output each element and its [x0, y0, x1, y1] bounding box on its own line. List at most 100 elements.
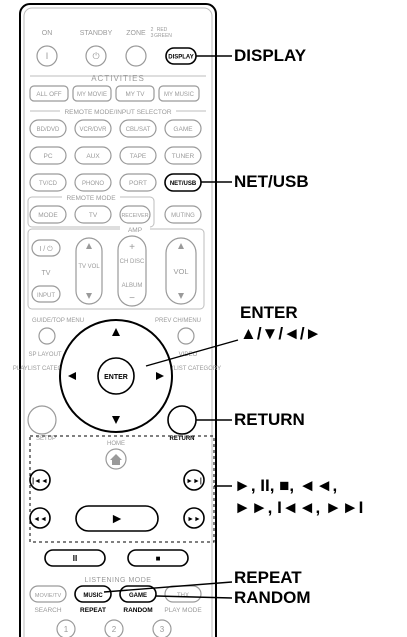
setup-label: SETUP — [36, 436, 56, 442]
game-input-label: GAME — [173, 126, 193, 133]
bd-dvd-button[interactable] — [29, 119, 67, 138]
ch-disc-rocker[interactable]: + CH DISC ALBUM − — [117, 235, 147, 307]
bd-dvd-label: BD/DVD — [37, 127, 60, 133]
up-arrow-icon[interactable] — [112, 328, 120, 336]
movie-tv-label: MOVIE/TV — [35, 593, 62, 599]
enter-button-label: ENTER — [104, 374, 128, 381]
random-leader — [155, 595, 233, 599]
my-movie-button[interactable] — [72, 85, 112, 102]
aux-button[interactable] — [74, 146, 112, 165]
number-1-label: 1 — [64, 625, 69, 634]
home-icon — [110, 454, 122, 465]
tv-power-button[interactable]: I / ⏻ — [31, 239, 61, 257]
zone3-label: 3 — [151, 33, 154, 39]
pause-icon: II — [73, 554, 77, 563]
tuner-button[interactable] — [164, 146, 202, 165]
prev-button[interactable]: |◄◄ — [29, 469, 51, 491]
vcr-dvr-button[interactable] — [74, 119, 112, 138]
green-label: GREEN — [154, 33, 172, 39]
vol-rocker[interactable]: VOL — [165, 237, 197, 305]
tuner-label: TUNER — [172, 153, 195, 160]
display-button[interactable]: DISPLAY — [165, 47, 197, 65]
activities-header: ACTIVITIES — [91, 74, 145, 83]
game-input-button[interactable] — [164, 119, 202, 138]
pc-button[interactable] — [29, 146, 67, 165]
number-3-button[interactable] — [152, 619, 172, 637]
mode-button[interactable] — [29, 205, 67, 224]
search-label: SEARCH — [34, 607, 61, 614]
transport-callout-line1: ►, II, ■, ◄◄, — [234, 476, 338, 495]
amp-header: AMP — [128, 227, 142, 234]
music-button[interactable] — [74, 585, 112, 603]
fast-forward-icon: ►► — [187, 516, 201, 523]
rewind-icon: ◄◄ — [33, 516, 47, 523]
tv-mode-button[interactable] — [74, 205, 112, 224]
vcr-dvr-label: VCR/DVR — [79, 127, 107, 133]
input-row-3: TV/CD PHONO PORT NET/USB — [29, 173, 202, 192]
phono-button[interactable] — [74, 173, 112, 192]
play-icon: ► — [110, 510, 124, 526]
ch-minus-label: − — [129, 293, 135, 304]
all-off-button[interactable] — [29, 85, 69, 102]
prev-ch-button[interactable] — [177, 327, 195, 345]
cbl-sat-label: CBL/SAT — [126, 127, 151, 133]
prev-ch-label: PREV CH/MENU — [155, 318, 201, 324]
play-mode-label: PLAY MODE — [164, 607, 202, 614]
cbl-sat-button[interactable] — [119, 119, 157, 138]
movie-tv-button[interactable] — [29, 585, 67, 603]
on-button[interactable]: I — [36, 45, 58, 67]
game-mode-label: GAME — [129, 593, 147, 599]
muting-label: MUTING — [171, 213, 195, 219]
tv-vol-rocker[interactable]: TV VOL — [75, 237, 103, 305]
enter-callout-line2: ▲/▼/◄/► — [240, 324, 322, 343]
my-music-button[interactable] — [158, 85, 200, 102]
on-label: ON — [42, 30, 53, 37]
my-tv-button[interactable] — [115, 85, 155, 102]
guide-button[interactable] — [38, 327, 56, 345]
down-arrow-icon[interactable] — [112, 416, 120, 424]
net-usb-callout: NET/USB — [234, 172, 309, 191]
standby-button[interactable]: ⏻ — [85, 45, 107, 67]
rewind-button[interactable]: ◄◄ — [29, 507, 51, 529]
tv-cd-label: TV/CD — [39, 181, 58, 187]
transport-callout-line2: ►►, I◄◄, ►►I — [234, 498, 364, 517]
number-1-button[interactable] — [56, 619, 76, 637]
playlist-right-label: PLAYLIST CATEGORY — [159, 366, 221, 372]
left-arrow-icon[interactable] — [68, 372, 76, 380]
my-music-label: MY MUSIC — [164, 92, 195, 98]
album-label: ALBUM — [122, 283, 143, 289]
vol-label: VOL — [173, 267, 188, 276]
thx-label: THX — [177, 593, 189, 599]
input-row-2: PC AUX TAPE TUNER — [29, 146, 202, 165]
tv-mode-label: TV — [89, 212, 98, 219]
guide-label: GUIDE/TOP MENU — [32, 318, 84, 324]
number-2-button[interactable] — [104, 619, 124, 637]
tape-button[interactable] — [119, 146, 157, 165]
play-button[interactable]: ► — [75, 505, 159, 532]
listening-header: LISTENING MODE — [85, 577, 152, 584]
tv-cd-button[interactable] — [29, 173, 67, 192]
right-arrow-icon[interactable] — [156, 372, 164, 380]
setup-button[interactable] — [27, 405, 57, 435]
pause-button[interactable]: II — [44, 549, 106, 567]
pc-label: PC — [43, 153, 52, 160]
next-button[interactable]: ►►| — [183, 469, 205, 491]
return-callout: RETURN — [234, 410, 305, 429]
muting-button[interactable] — [164, 205, 202, 224]
home-button[interactable] — [105, 448, 127, 470]
receiver-label: RECEIVER — [121, 213, 148, 219]
tape-label: TAPE — [130, 153, 147, 160]
return-button[interactable] — [167, 405, 197, 435]
random-label: RANDOM — [123, 607, 152, 614]
fast-forward-button[interactable]: ►► — [183, 507, 205, 529]
stop-button[interactable]: ■ — [127, 549, 189, 567]
net-usb-label: NET/USB — [170, 181, 197, 187]
receiver-button[interactable] — [119, 205, 151, 224]
display-button-label: DISPLAY — [168, 55, 193, 61]
zone-button[interactable] — [125, 45, 147, 67]
tv-input-button[interactable]: INPUT — [31, 285, 61, 303]
port-button[interactable] — [119, 173, 157, 192]
music-label: MUSIC — [83, 593, 103, 599]
enter-button[interactable]: ENTER — [97, 357, 135, 395]
